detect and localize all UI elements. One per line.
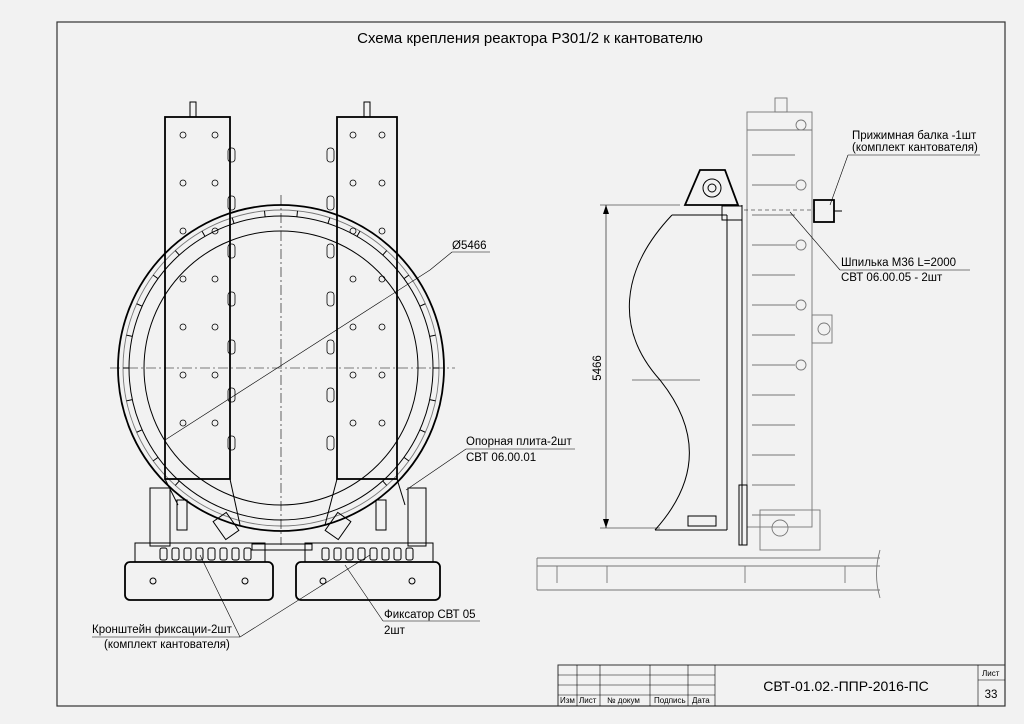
svg-text:2шт: 2шт bbox=[384, 625, 406, 637]
sheet-title: Схема крепления реактора Р301/2 к кантов… bbox=[357, 30, 703, 47]
svg-text:Фиксатор СВТ 05: Фиксатор СВТ 05 bbox=[384, 609, 476, 621]
fixator-callout: Фиксатор СВТ 05 2шт bbox=[344, 564, 480, 637]
svg-text:СВТ 06.00.01: СВТ 06.00.01 bbox=[466, 452, 536, 464]
svg-text:Кронштейн фиксации-2шт: Кронштейн фиксации-2шт bbox=[92, 624, 233, 636]
svg-text:Прижимная балка -1шт: Прижимная балка -1шт bbox=[852, 130, 977, 142]
reactor-front-view: Ø5466 bbox=[110, 101, 490, 601]
reactor-side-view: 5466 bbox=[536, 97, 881, 599]
bracket-callout: Кронштейн фиксации-2шт (комплект кантова… bbox=[92, 554, 371, 651]
stud-callout: Шпилька М36 L=2000 СВТ 06.00.05 - 2шт bbox=[789, 211, 970, 284]
title-block: Изм Лист № докум Подпись Дата СВТ-01.02.… bbox=[557, 664, 1006, 707]
svg-text:(комплект кантователя): (комплект кантователя) bbox=[852, 142, 978, 154]
height-dimension-label: 5466 bbox=[592, 355, 604, 381]
svg-text:СВТ 06.00.05 - 2шт: СВТ 06.00.05 - 2шт bbox=[841, 272, 943, 284]
support-plate-callout: Опорная плита-2шт СВТ 06.00.01 bbox=[405, 436, 575, 491]
svg-text:(комплект кантователя): (комплект кантователя) bbox=[104, 639, 230, 651]
sheet-border bbox=[56, 21, 1006, 707]
clamp-beam-callout: Прижимная балка -1шт (комплект кантовате… bbox=[829, 130, 980, 206]
col-list: Лист bbox=[579, 696, 597, 705]
document-code: СВТ-01.02.-ППР-2016-ПС bbox=[763, 678, 928, 694]
col-date: Дата bbox=[692, 696, 710, 705]
col-izm: Изм bbox=[560, 696, 575, 705]
sheet-label: Лист bbox=[982, 669, 1000, 678]
svg-text:Опорная плита-2шт: Опорная плита-2шт bbox=[466, 436, 572, 448]
sheet-number: 33 bbox=[985, 689, 998, 701]
col-sign: Подпись bbox=[654, 696, 686, 705]
diameter-label: Ø5466 bbox=[452, 240, 487, 252]
col-doc: № докум bbox=[607, 696, 640, 705]
svg-text:Шпилька М36 L=2000: Шпилька М36 L=2000 bbox=[841, 257, 956, 269]
